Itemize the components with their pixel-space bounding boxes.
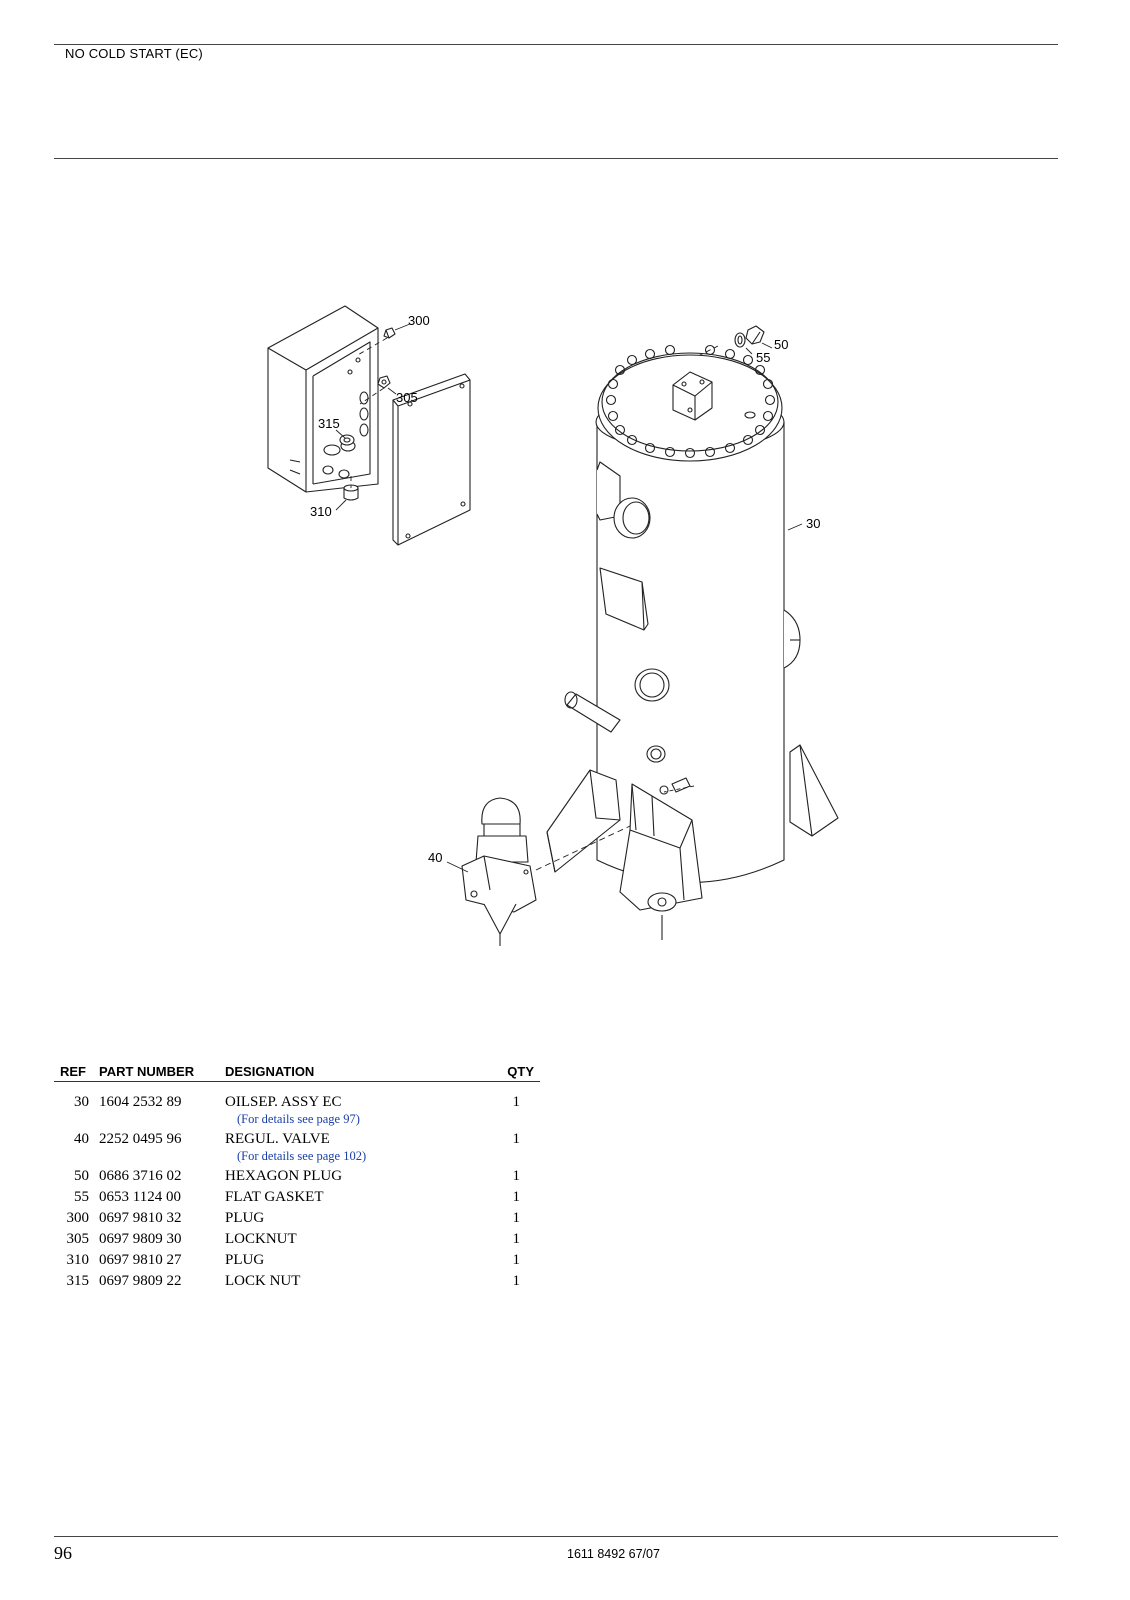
callout-315: 315 bbox=[318, 416, 340, 431]
callout-305: 305 bbox=[396, 390, 418, 405]
table-row: 300 0697 9810 32 PLUG 1 bbox=[54, 1208, 540, 1229]
cell-ref: 310 bbox=[66, 1252, 90, 1268]
col-qty: QTY bbox=[507, 1064, 534, 1079]
table-row: 305 0697 9809 30 LOCKNUT 1 bbox=[54, 1229, 540, 1250]
cell-part-number: 0697 9809 22 bbox=[99, 1273, 182, 1289]
cell-designation: REGUL. VALVE bbox=[225, 1131, 330, 1147]
table-row: 55 0653 1124 00 FLAT GASKET 1 bbox=[54, 1187, 540, 1208]
cell-designation: PLUG bbox=[225, 1252, 265, 1268]
col-designation: DESIGNATION bbox=[225, 1064, 315, 1079]
cell-part-number: 1604 2532 89 bbox=[99, 1094, 182, 1110]
details-link[interactable]: (For details see page 102) bbox=[237, 1149, 367, 1163]
header-top-rule bbox=[54, 44, 1058, 45]
col-ref: REF bbox=[60, 1064, 86, 1079]
cell-qty: 1 bbox=[512, 1094, 521, 1110]
cell-qty: 1 bbox=[512, 1131, 521, 1147]
cell-part-number: 0697 9809 30 bbox=[99, 1231, 182, 1247]
cell-designation: PLUG bbox=[225, 1210, 265, 1226]
cell-designation: OILSEP. ASSY EC bbox=[225, 1094, 342, 1110]
cell-designation: LOCKNUT bbox=[225, 1231, 297, 1247]
cell-ref: 315 bbox=[66, 1273, 90, 1289]
cell-qty: 1 bbox=[512, 1168, 521, 1184]
callout-40: 40 bbox=[428, 850, 442, 865]
callout-50: 50 bbox=[774, 337, 788, 352]
table-body: 30 1604 2532 89 OILSEP. ASSY EC 1 (For d… bbox=[54, 1092, 540, 1292]
fitting-305 bbox=[377, 375, 391, 389]
cell-qty: 1 bbox=[512, 1231, 521, 1247]
regulating-valve bbox=[461, 797, 537, 946]
table-row: 50 0686 3716 02 HEXAGON PLUG 1 bbox=[54, 1166, 540, 1187]
col-part-number: PART NUMBER bbox=[99, 1064, 195, 1079]
table-row: 310 0697 9810 27 PLUG 1 bbox=[54, 1250, 540, 1271]
cell-part-number: 2252 0495 96 bbox=[99, 1131, 182, 1147]
callout-310: 310 bbox=[310, 504, 332, 519]
cell-ref: 40 bbox=[74, 1131, 89, 1147]
fitting-300 bbox=[383, 327, 396, 339]
table-row: 40 2252 0495 96 REGUL. VALVE 1 bbox=[54, 1129, 540, 1150]
cell-designation: HEXAGON PLUG bbox=[225, 1168, 343, 1184]
fitting-310 bbox=[343, 484, 359, 501]
cell-part-number: 0653 1124 00 bbox=[99, 1189, 181, 1205]
callout-30: 30 bbox=[806, 516, 820, 531]
fitting-315 bbox=[339, 434, 355, 446]
cell-ref: 300 bbox=[66, 1210, 90, 1226]
table-header: REF PART NUMBER DESIGNATION QTY bbox=[54, 1057, 540, 1082]
cell-designation: LOCK NUT bbox=[225, 1273, 301, 1289]
exploded-parts-drawing: 300 305 315 310 50 55 30 40 bbox=[267, 305, 839, 946]
cell-part-number: 0697 9810 32 bbox=[99, 1210, 182, 1226]
electrical-box bbox=[267, 305, 379, 493]
cell-ref: 30 bbox=[74, 1094, 89, 1110]
footer-rule bbox=[54, 1536, 1058, 1537]
table-row: 315 0697 9809 22 LOCK NUT 1 bbox=[54, 1271, 540, 1292]
header-bottom-rule bbox=[54, 158, 1058, 159]
hexagon-plug-50 bbox=[745, 325, 765, 345]
cell-designation: FLAT GASKET bbox=[225, 1189, 324, 1205]
cell-part-number: 0686 3716 02 bbox=[99, 1168, 182, 1184]
flange-bolts bbox=[605, 344, 776, 459]
callout-300: 300 bbox=[408, 313, 430, 328]
callout-55: 55 bbox=[756, 350, 770, 365]
cell-qty: 1 bbox=[512, 1252, 521, 1268]
flat-gasket-55 bbox=[734, 332, 746, 348]
cell-ref: 305 bbox=[66, 1231, 90, 1247]
box-cover bbox=[392, 373, 471, 546]
cell-qty: 1 bbox=[512, 1273, 521, 1289]
parts-table: REF PART NUMBER DESIGNATION QTY 30 1604 … bbox=[54, 1057, 540, 1292]
cell-qty: 1 bbox=[512, 1189, 521, 1205]
section-title: NO COLD START (EC) bbox=[65, 46, 203, 61]
cell-ref: 55 bbox=[74, 1189, 89, 1205]
page-number: 96 bbox=[54, 1543, 72, 1563]
cell-ref: 50 bbox=[74, 1168, 89, 1184]
cell-qty: 1 bbox=[512, 1210, 521, 1226]
document-number: 1611 8492 67/07 bbox=[567, 1547, 660, 1561]
details-link[interactable]: (For details see page 97) bbox=[237, 1112, 360, 1126]
table-row: 30 1604 2532 89 OILSEP. ASSY EC 1 bbox=[54, 1092, 540, 1113]
oil-separator-vessel bbox=[546, 344, 839, 940]
cell-part-number: 0697 9810 27 bbox=[99, 1252, 182, 1268]
